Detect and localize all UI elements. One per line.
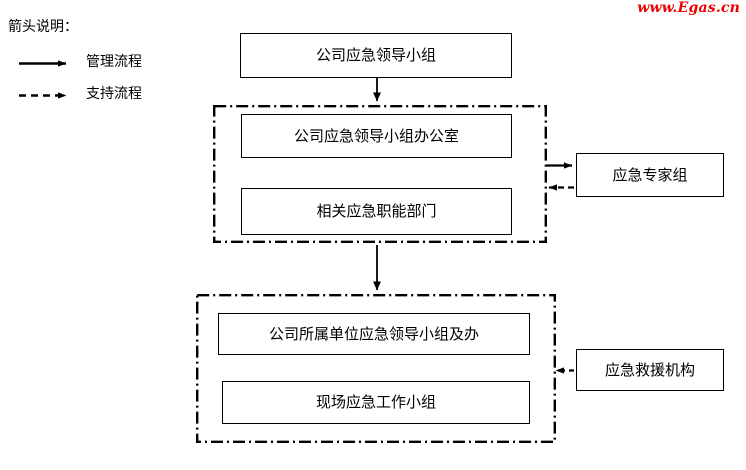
node-onsite-emergency-work-team[interactable]: 现场应急工作小组: [222, 381, 530, 424]
node-label: 应急救援机构: [604, 360, 695, 379]
node-emergency-rescue-organization[interactable]: 应急救援机构: [576, 349, 724, 391]
legend-item-management-label: 管理流程: [86, 54, 142, 70]
legend-item-support-label: 支持流程: [86, 86, 142, 102]
node-company-emergency-leadership-group[interactable]: 公司应急领导小组: [240, 33, 512, 78]
node-label: 公司所属单位应急领导小组及办: [268, 324, 479, 343]
legend-title: 箭头说明：: [8, 19, 78, 35]
node-label: 相关应急职能部门: [316, 202, 437, 221]
node-label: 公司应急领导小组办公室: [293, 126, 459, 145]
watermark-text: www.Egas.cn: [637, 0, 740, 16]
bottom-group-container: [196, 294, 556, 443]
middle-group-container: [213, 105, 547, 243]
node-emergency-expert-group[interactable]: 应急专家组: [576, 153, 724, 197]
node-label: 公司应急领导小组: [315, 46, 436, 65]
node-label: 现场应急工作小组: [315, 393, 436, 412]
node-related-emergency-departments[interactable]: 相关应急职能部门: [241, 188, 512, 235]
node-subordinate-unit-leadership-group[interactable]: 公司所属单位应急领导小组及办: [218, 313, 530, 355]
node-label: 应急专家组: [612, 165, 688, 184]
node-leadership-group-office[interactable]: 公司应急领导小组办公室: [241, 114, 512, 158]
